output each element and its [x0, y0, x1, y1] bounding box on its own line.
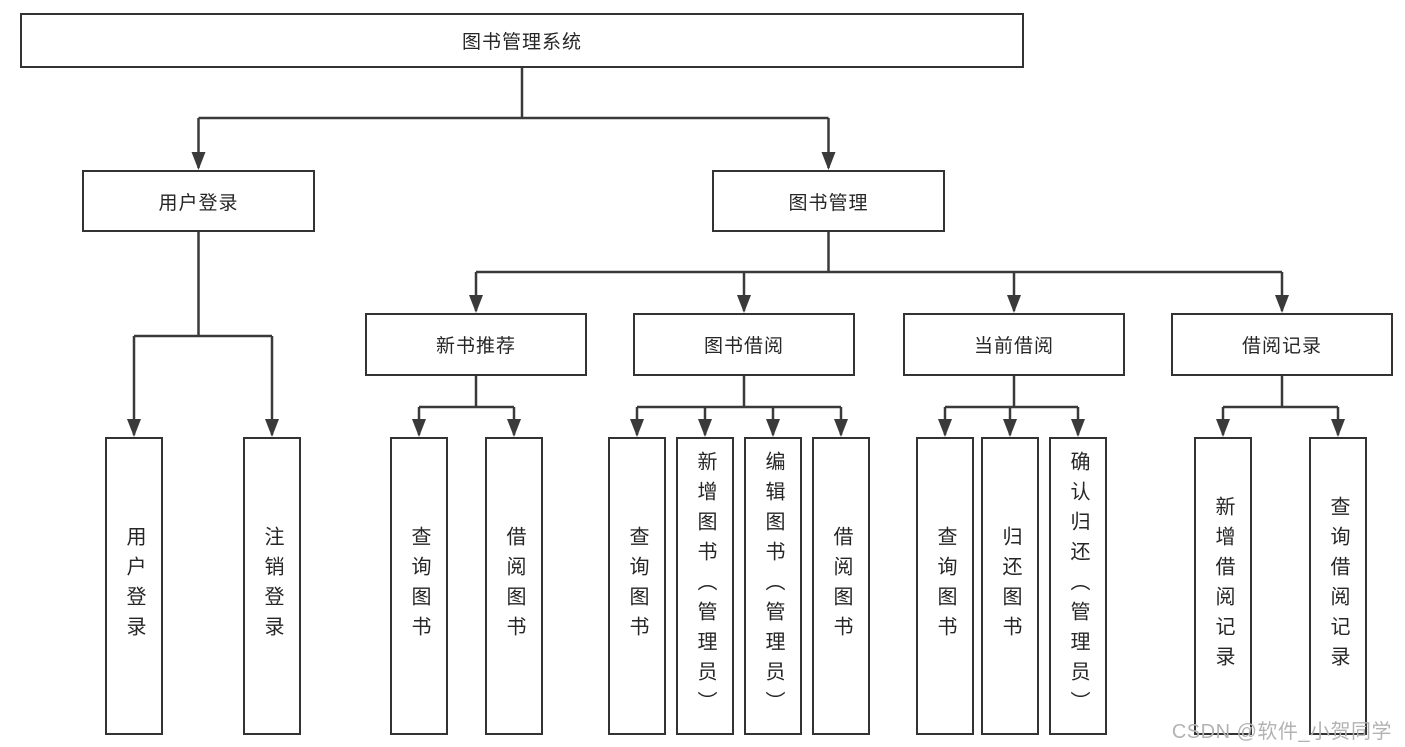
node-current-borrowing: 当前借阅 [903, 313, 1125, 376]
node-library-system: 图书管理系统 [20, 13, 1024, 68]
leaf-bb-edit-books-admin: 编辑图书（管理员） [744, 437, 802, 735]
leaf-nb-borrow-books: 借阅图书 [485, 437, 543, 735]
leaf-bb-query-books: 查询图书 [608, 437, 666, 735]
leaf-cb-query-books: 查询图书 [916, 437, 974, 735]
leaf-bb-borrow-books: 借阅图书 [812, 437, 870, 735]
node-book-borrowing: 图书借阅 [633, 313, 855, 376]
leaf-bb-add-books-admin: 新增图书（管理员） [676, 437, 734, 735]
leaf-user-login: 用户登录 [105, 437, 163, 735]
node-borrowing-records: 借阅记录 [1171, 313, 1393, 376]
leaf-logout: 注销登录 [243, 437, 301, 735]
node-new-book-recommend: 新书推荐 [365, 313, 587, 376]
leaf-cb-confirm-return-admin: 确认归还（管理员） [1049, 437, 1107, 735]
watermark: CSDN @软件_小贺同学 [1171, 721, 1392, 743]
leaf-br-query-record: 查询借阅记录 [1309, 437, 1367, 735]
leaf-nb-query-books: 查询图书 [390, 437, 448, 735]
node-book-management: 图书管理 [712, 170, 945, 232]
node-user-login: 用户登录 [82, 170, 315, 232]
leaf-cb-return-books: 归还图书 [981, 437, 1039, 735]
leaf-br-add-record: 新增借阅记录 [1194, 437, 1252, 735]
